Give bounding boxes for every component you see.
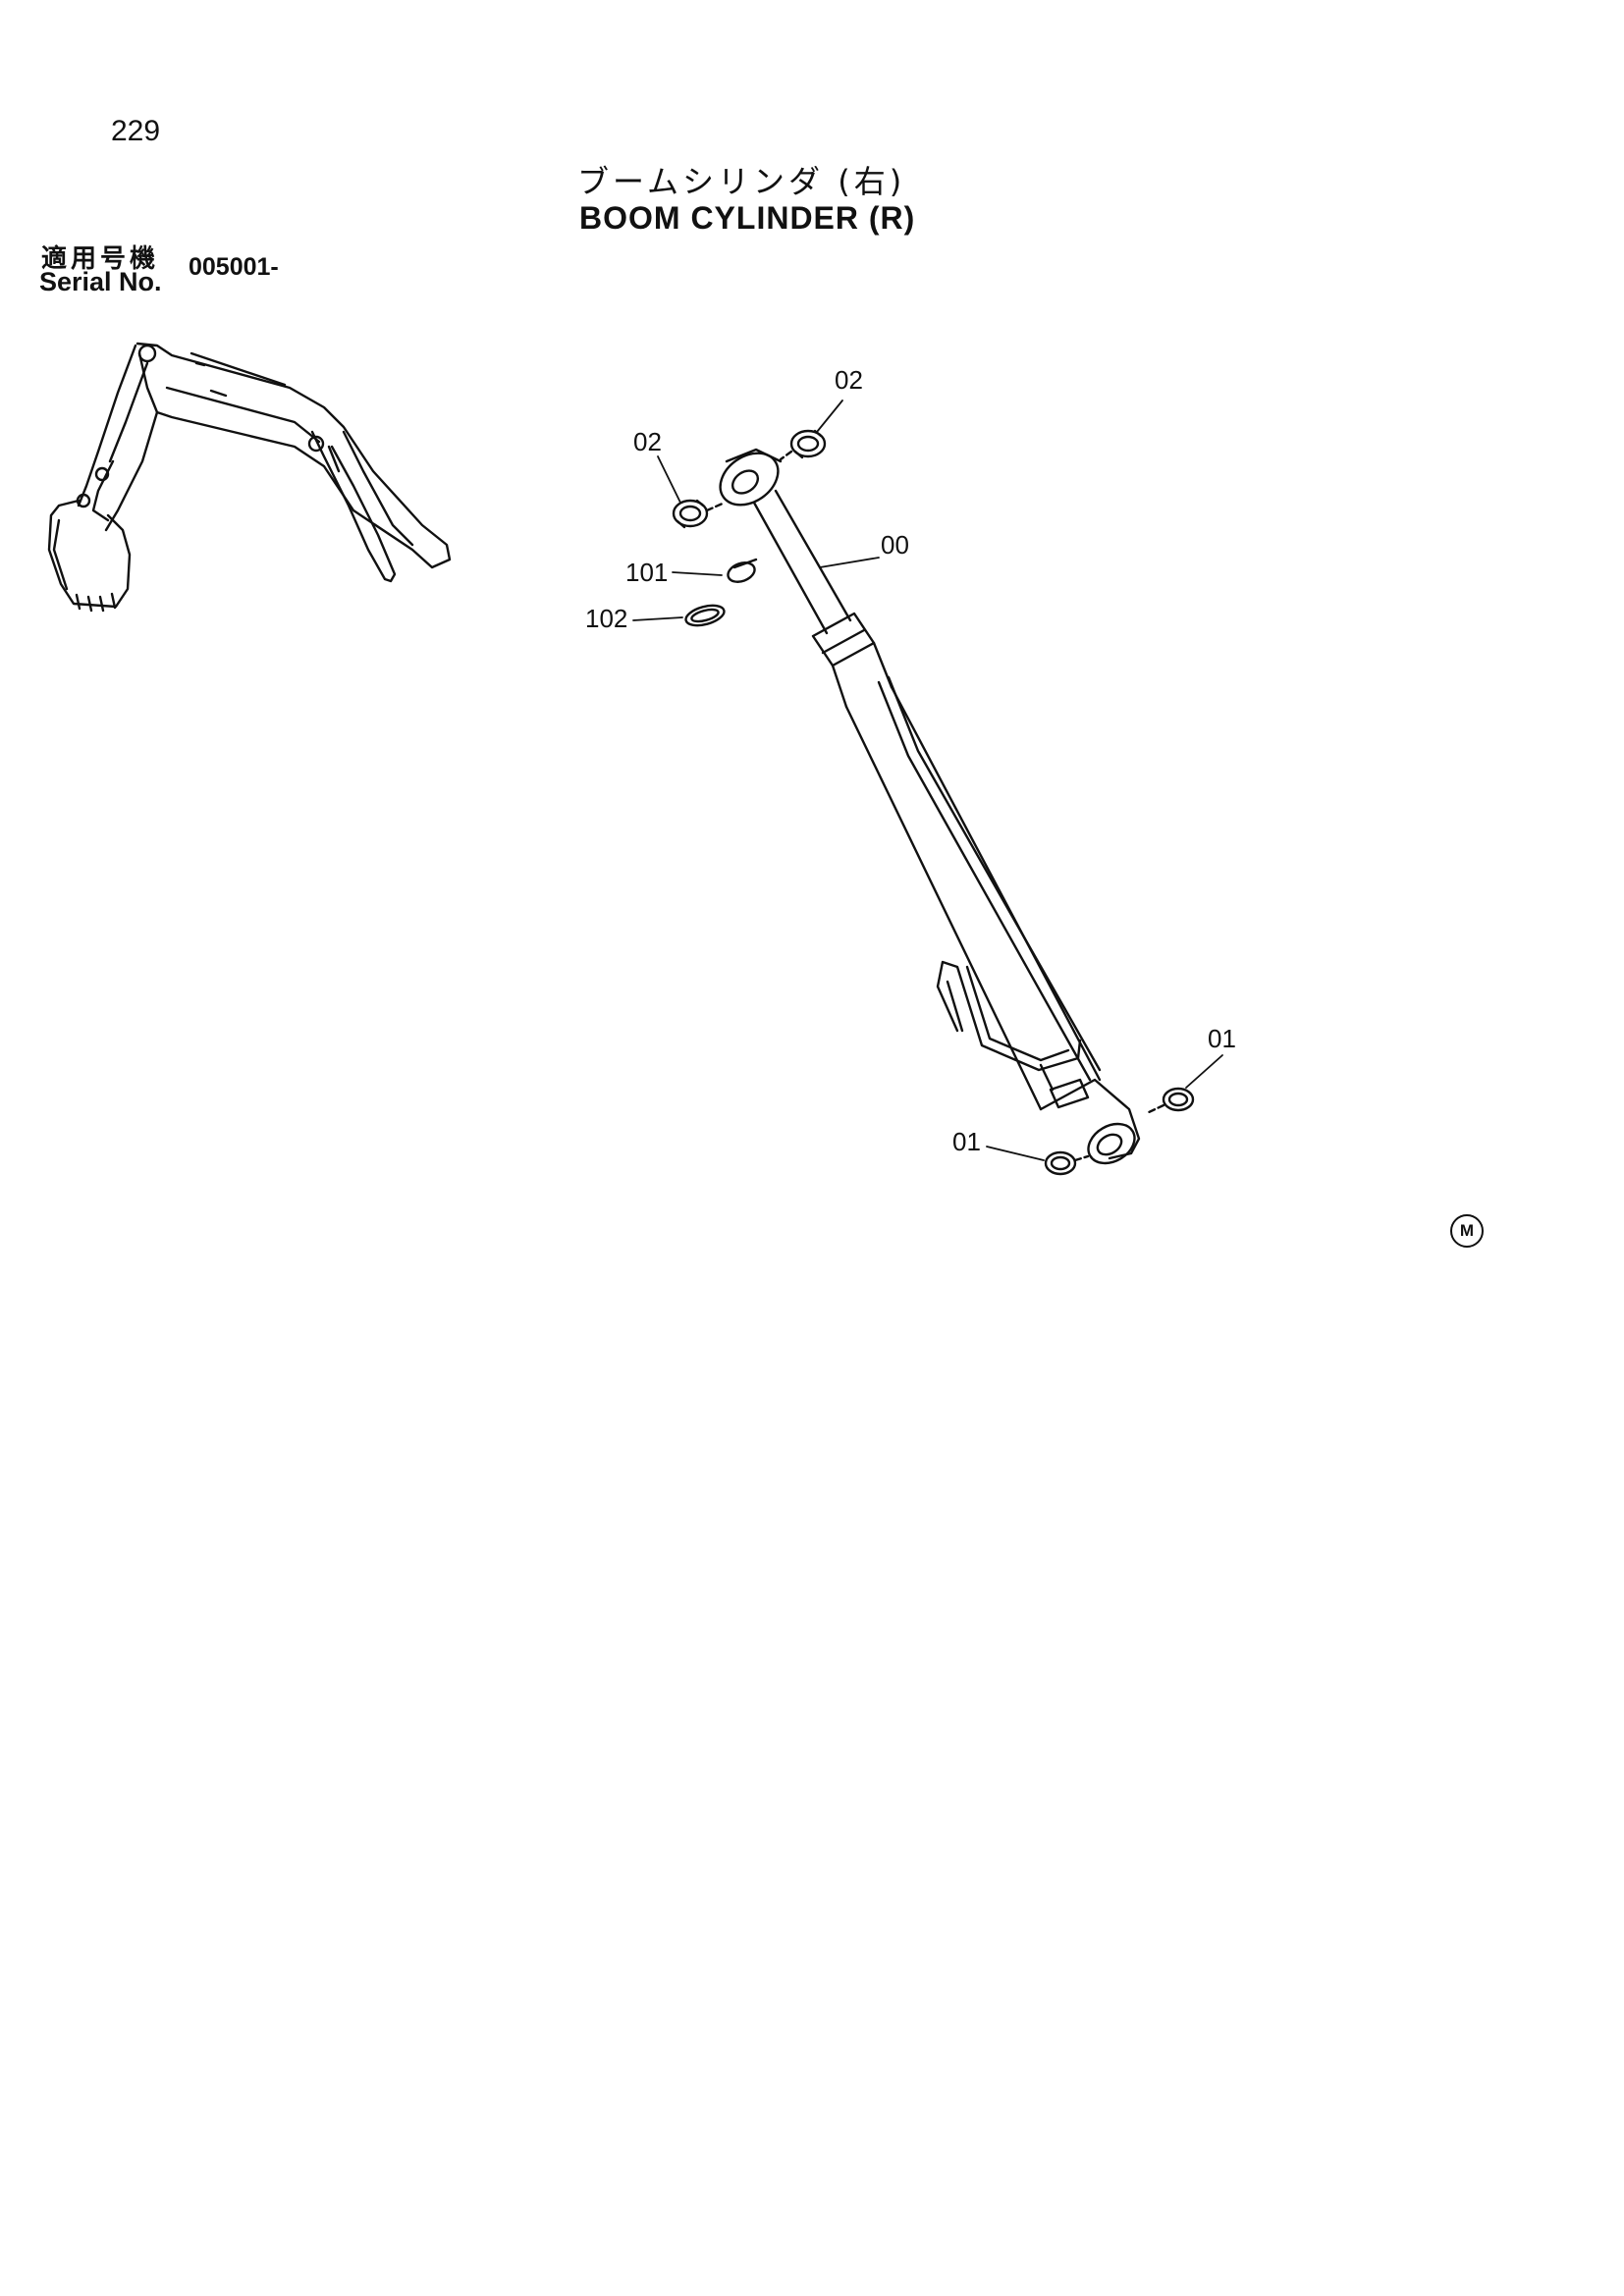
excavator-overview	[47, 342, 452, 613]
serial-value: 005001-	[189, 253, 279, 281]
page-title: BOOM CYLINDER (R)	[579, 200, 916, 236]
bushing-02-right	[779, 429, 827, 461]
part-102-snap-ring	[684, 604, 726, 627]
callout-102: 102	[585, 604, 628, 633]
callout-02-top-right: 02	[835, 365, 863, 395]
bushing-01-right	[1145, 1087, 1195, 1115]
part-101-fitting	[727, 558, 758, 583]
callout-00: 00	[881, 530, 909, 560]
manufacturer-mark: M	[1450, 1214, 1484, 1248]
callout-101: 101	[625, 558, 669, 587]
bushing-02-left	[672, 499, 727, 529]
serial-label-japanese: 適用号機	[41, 244, 160, 274]
page-title-japanese: ブームシリンダ (右)	[577, 163, 906, 200]
callout-01-left: 01	[952, 1127, 981, 1156]
leader-lines	[632, 400, 1223, 1161]
callout-02-top-left: 02	[633, 427, 662, 456]
page-number: 229	[111, 115, 161, 147]
serial-label: Serial No.	[39, 267, 162, 296]
bushing-01-left	[1044, 1150, 1090, 1176]
boom-cylinder	[719, 448, 1141, 1165]
callout-01-right: 01	[1208, 1024, 1236, 1053]
